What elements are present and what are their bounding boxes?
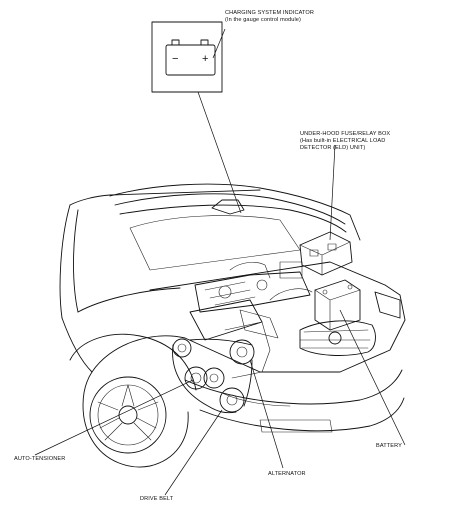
battery-component [314,279,361,331]
indicator-inset: − + [151,21,223,93]
inset-to-dash-leader [197,91,242,214]
car-body [59,183,406,468]
fuse-relay-box [299,231,353,276]
fusebox-leader [329,144,336,241]
alternator-pulley [229,339,255,365]
battery-label: BATTERY [376,443,402,449]
fusebox-label-line1: UNDER-HOOD FUSE/RELAY BOX [300,131,391,137]
indicator-leader [212,28,226,59]
crank-pulley [219,387,245,413]
belt-system [172,321,271,414]
auto-tensioner-pulley [184,366,208,390]
indicator-label-line1: CHARGING SYSTEM INDICATOR [225,10,315,16]
engine-compartment [194,261,313,339]
plus-symbol: + [202,53,208,65]
minus-symbol: − [172,53,178,65]
fusebox-label: UNDER-HOOD FUSE/RELAY BOX (Has built-in … [300,131,390,152]
drive-belt-label: DRIVE BELT [140,496,174,502]
auto-tensioner-leader [34,379,194,456]
alternator-leader [249,359,284,469]
indicator-label-line2: (In the gauge control module) [225,17,301,23]
drive-belt-leader [164,409,223,496]
auto-tensioner-label: AUTO-TENSIONER [14,456,66,462]
indicator-label: CHARGING SYSTEM INDICATOR (In the gauge … [225,10,314,24]
fusebox-label-line3: DETECTOR (ELD) UNIT) [300,145,366,151]
fusebox-label-line2: (Has built-in ELECTRICAL LOAD [300,138,386,144]
battery-warning-icon [165,39,216,76]
alternator-label: ALTERNATOR [268,471,306,477]
upper-pulley [172,338,192,358]
battery-leader [339,309,406,446]
